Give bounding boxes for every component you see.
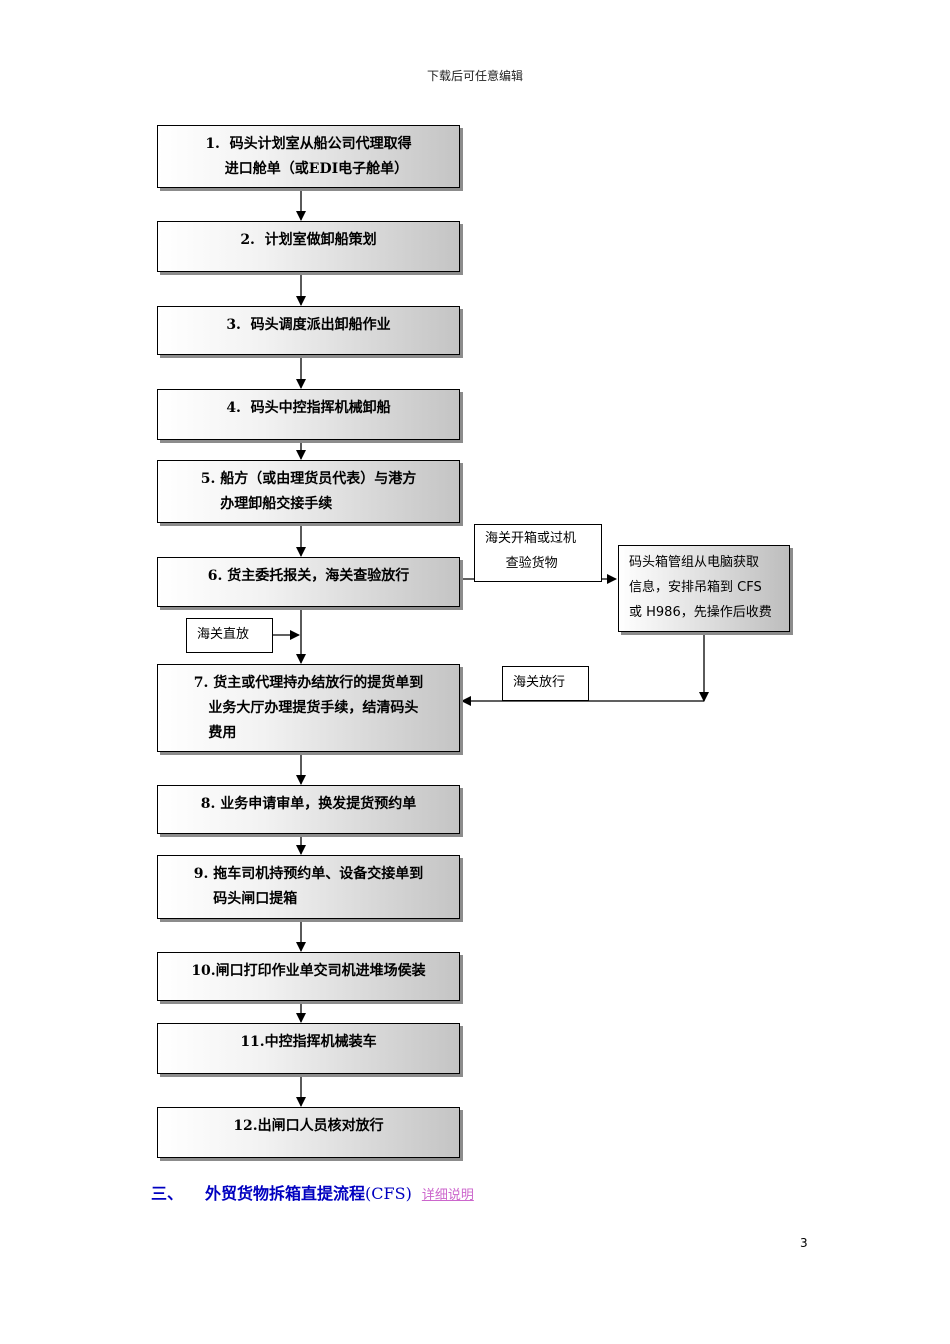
- note-customs-direct: 海关直放: [186, 618, 273, 653]
- details-link[interactable]: 详细说明: [421, 1188, 474, 1203]
- step-4: 4. 码头中控指挥机械卸船: [157, 389, 460, 440]
- step-12-label: 12.出闸口人员核对放行: [233, 1118, 384, 1134]
- step-7: 7. 货主或代理持办结放行的提货单到 业务大厅办理提货手续，结清码头 费用: [157, 664, 460, 752]
- step-4-label: 4. 码头中控指挥机械卸船: [226, 400, 391, 416]
- step-5: 5. 船方（或由理货员代表）与港方 办理卸船交接手续: [157, 460, 460, 523]
- note-customs-inspect: 海关开箱或过机 查验货物: [474, 524, 602, 582]
- step-6: 6. 货主委托报关，海关查验放行: [157, 557, 460, 607]
- step-11-label: 11.中控指挥机械装车: [240, 1034, 377, 1050]
- step-1: 1. 码头计划室从船公司代理取得 进口舱单（或EDI电子舱单）: [157, 125, 460, 188]
- step-10-label: 10.闸口打印作业单交司机进堆场侯装: [191, 963, 426, 979]
- section-suffix: (CFS): [365, 1184, 412, 1203]
- section-number: 三、: [151, 1184, 184, 1203]
- note-customs-release: 海关放行: [502, 666, 589, 701]
- step-8: 8. 业务申请审单，换发提货预约单: [157, 785, 460, 834]
- section-heading: 三、 外贸货物拆箱直提流程(CFS) 详细说明: [151, 1180, 474, 1204]
- step-9-label: 9. 拖车司机持预约单、设备交接单到 码头闸口提箱: [193, 866, 424, 907]
- step-7-label: 7. 货主或代理持办结放行的提货单到 业务大厅办理提货手续，结清码头 费用: [193, 675, 424, 741]
- step-5-label: 5. 船方（或由理货员代表）与港方 办理卸船交接手续: [200, 471, 417, 512]
- step-6-label: 6. 货主委托报关，海关查验放行: [207, 568, 410, 584]
- page-number: 3: [800, 1236, 808, 1250]
- step-3-label: 3. 码头调度派出卸船作业: [226, 317, 391, 333]
- page-header: 下载后可任意编辑: [426, 69, 523, 83]
- note-yard-management: 码头箱管组从电脑获取 信息，安排吊箱到 CFS 或 H986，先操作后收费: [618, 545, 790, 632]
- step-1-label: 1. 码头计划室从船公司代理取得 进口舱单（或EDI电子舱单）: [205, 136, 412, 177]
- step-12: 12.出闸口人员核对放行: [157, 1107, 460, 1158]
- step-9: 9. 拖车司机持预约单、设备交接单到 码头闸口提箱: [157, 855, 460, 919]
- step-2: 2. 计划室做卸船策划: [157, 221, 460, 272]
- step-2-label: 2. 计划室做卸船策划: [240, 232, 377, 248]
- section-title: 外贸货物拆箱直提流程: [205, 1184, 366, 1203]
- step-8-label: 8. 业务申请审单，换发提货预约单: [200, 796, 417, 812]
- step-10: 10.闸口打印作业单交司机进堆场侯装: [157, 952, 460, 1001]
- step-3: 3. 码头调度派出卸船作业: [157, 306, 460, 355]
- step-11: 11.中控指挥机械装车: [157, 1023, 460, 1074]
